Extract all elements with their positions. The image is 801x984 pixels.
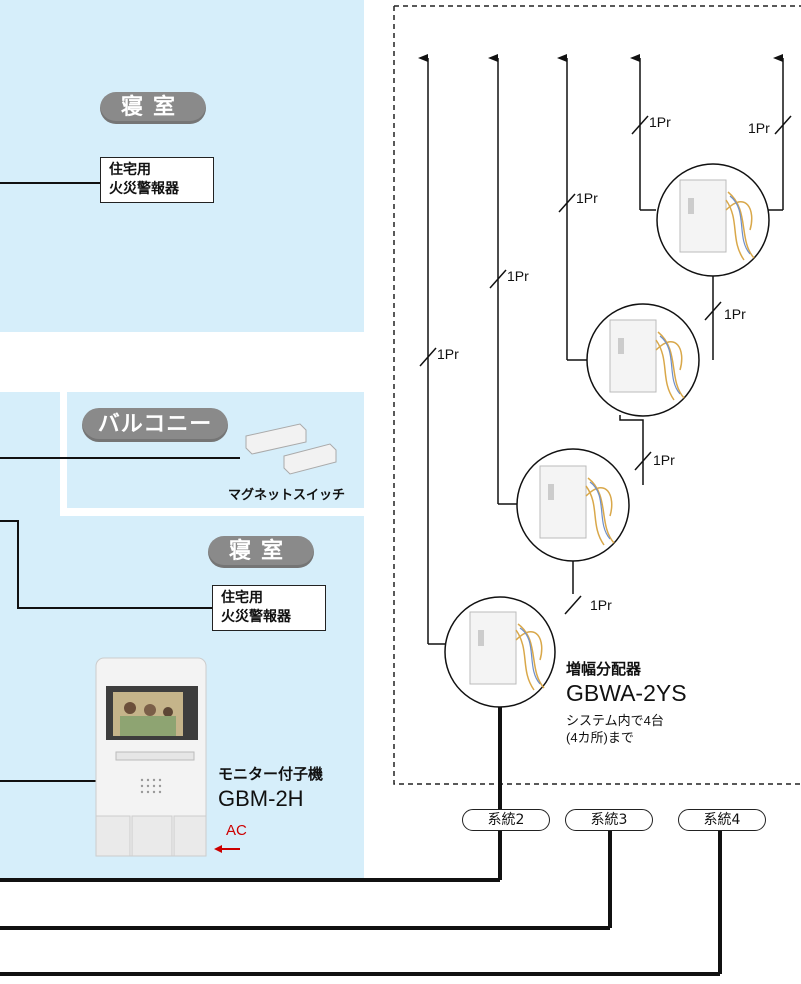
ac-label: AC: [226, 822, 247, 839]
amplifier-note-2: (4カ所)まで: [566, 730, 634, 745]
amplifier-model: GBWA-2YS: [566, 680, 687, 706]
pair-label: 1Pr: [437, 346, 459, 362]
pair-label: 1Pr: [507, 268, 529, 284]
system-3-label: 系統3: [565, 809, 653, 831]
wire-bedroom-bottom: [0, 520, 212, 609]
room-title-balcony: バルコニー: [82, 408, 228, 442]
fire-alarm-line1: 住宅用: [221, 590, 263, 606]
amplifier-note-1: システム内で4台: [566, 713, 664, 728]
left-area: [0, 392, 60, 880]
system-2-label: 系統2: [462, 809, 550, 831]
monitor-handset-image: [95, 657, 207, 857]
room-title-bedroom-top: 寝室: [100, 92, 206, 124]
link-2-3: [619, 415, 644, 485]
fire-alarm-label-bottom: 住宅用 火災警報器: [212, 585, 326, 631]
amplifier-unit-1: [444, 596, 556, 708]
pair-label: 1Pr: [653, 452, 675, 468]
fire-alarm-line2: 火災警報器: [109, 181, 179, 197]
pair-label: 1Pr: [724, 306, 746, 322]
monitor-model: GBM-2H: [218, 786, 304, 811]
amplifier-unit-4: [656, 163, 770, 277]
fire-alarm-label-top: 住宅用 火災警報器: [100, 157, 214, 203]
amplifier-unit-2: [516, 448, 630, 562]
system-4-label: 系統4: [678, 809, 766, 831]
fire-alarm-line2: 火災警報器: [221, 609, 291, 625]
amplifier-unit-3: [586, 303, 700, 417]
magnetic-switch-image: [245, 423, 337, 475]
pair-label: 1Pr: [590, 597, 612, 613]
pair-label: 1Pr: [748, 120, 770, 136]
amplifier-name: 増幅分配器: [566, 661, 642, 678]
monitor-name: モニター付子機: [218, 766, 324, 783]
magnetic-switch-label: マグネットスイッチ: [228, 487, 346, 502]
fire-alarm-line1: 住宅用: [109, 162, 151, 178]
room-title-bedroom-bottom: 寝室: [208, 536, 314, 568]
enclosure-border: [393, 5, 801, 785]
pair-label: 1Pr: [649, 114, 671, 130]
pair-label: 1Pr: [576, 190, 598, 206]
